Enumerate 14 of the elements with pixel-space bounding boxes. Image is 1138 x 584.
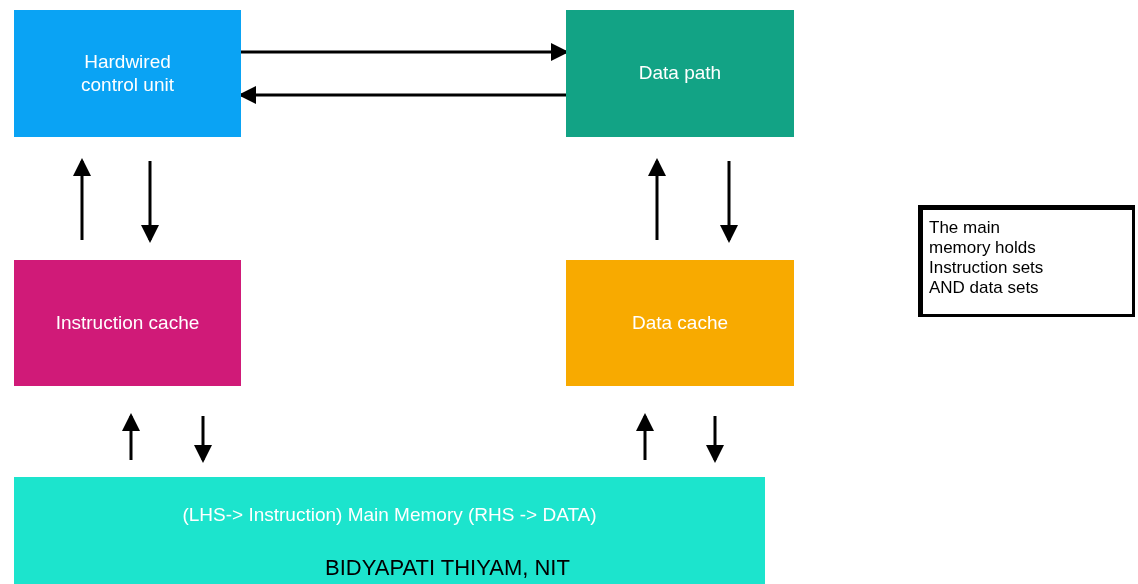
arrow	[636, 413, 654, 460]
arrow	[194, 416, 212, 463]
arrow	[122, 413, 140, 460]
author-credit: BIDYAPATI THIYAM, NIT	[325, 555, 570, 581]
data-path-box: Data path	[566, 10, 794, 137]
arrow	[720, 161, 738, 243]
control-unit-box: Hardwired control unit	[14, 10, 241, 137]
arrow	[73, 158, 91, 240]
arrow	[141, 161, 159, 243]
cache-box: Instruction cache	[14, 260, 241, 386]
arrow	[648, 158, 666, 240]
arrow	[706, 416, 724, 463]
note-box: The main memory holds Instruction sets AND data sets	[918, 205, 1135, 317]
cache-box: Data cache	[566, 260, 794, 386]
